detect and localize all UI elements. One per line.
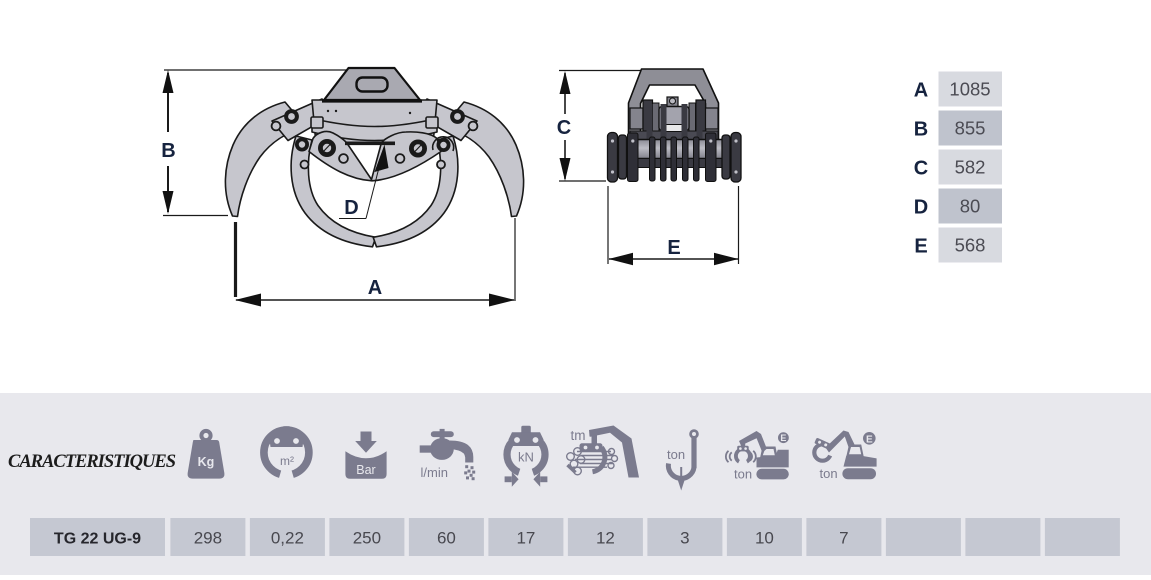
svg-text:0,22: 0,22 <box>271 529 304 548</box>
svg-text:m²: m² <box>280 454 294 468</box>
svg-text:7: 7 <box>839 529 848 548</box>
svg-text:l/min: l/min <box>421 465 448 480</box>
svg-text:ton: ton <box>734 467 752 482</box>
svg-text:A: A <box>368 277 382 299</box>
svg-text:kN: kN <box>518 450 534 465</box>
svg-text:B: B <box>161 140 175 162</box>
svg-text:1085: 1085 <box>949 79 990 100</box>
svg-text:Bar: Bar <box>356 463 375 477</box>
svg-text:582: 582 <box>955 157 986 178</box>
svg-text:B: B <box>914 119 928 141</box>
svg-text:855: 855 <box>955 118 986 139</box>
svg-text:E: E <box>914 236 927 258</box>
svg-text:E: E <box>667 237 680 259</box>
svg-text:CARACTERISTIQUES: CARACTERISTIQUES <box>8 452 176 472</box>
svg-text:250: 250 <box>353 529 381 548</box>
svg-text:568: 568 <box>955 235 986 256</box>
svg-text:Kg: Kg <box>198 455 215 469</box>
svg-text:3: 3 <box>680 529 689 548</box>
svg-text:tm: tm <box>571 428 586 443</box>
svg-text:TG 22 UG-9: TG 22 UG-9 <box>54 531 141 548</box>
svg-text:D: D <box>914 197 928 219</box>
svg-text:12: 12 <box>596 529 615 548</box>
svg-text:10: 10 <box>755 529 774 548</box>
svg-text:80: 80 <box>960 196 981 217</box>
svg-text:E: E <box>780 433 786 443</box>
svg-text:C: C <box>914 158 928 180</box>
svg-text:17: 17 <box>516 529 535 548</box>
svg-text:E: E <box>866 434 873 445</box>
svg-text:60: 60 <box>437 529 456 548</box>
svg-text:ton: ton <box>667 447 685 462</box>
svg-text:A: A <box>914 80 928 102</box>
svg-text:C: C <box>557 117 571 139</box>
svg-text:D: D <box>344 197 358 219</box>
svg-text:298: 298 <box>194 529 222 548</box>
svg-text:ton: ton <box>820 466 838 481</box>
